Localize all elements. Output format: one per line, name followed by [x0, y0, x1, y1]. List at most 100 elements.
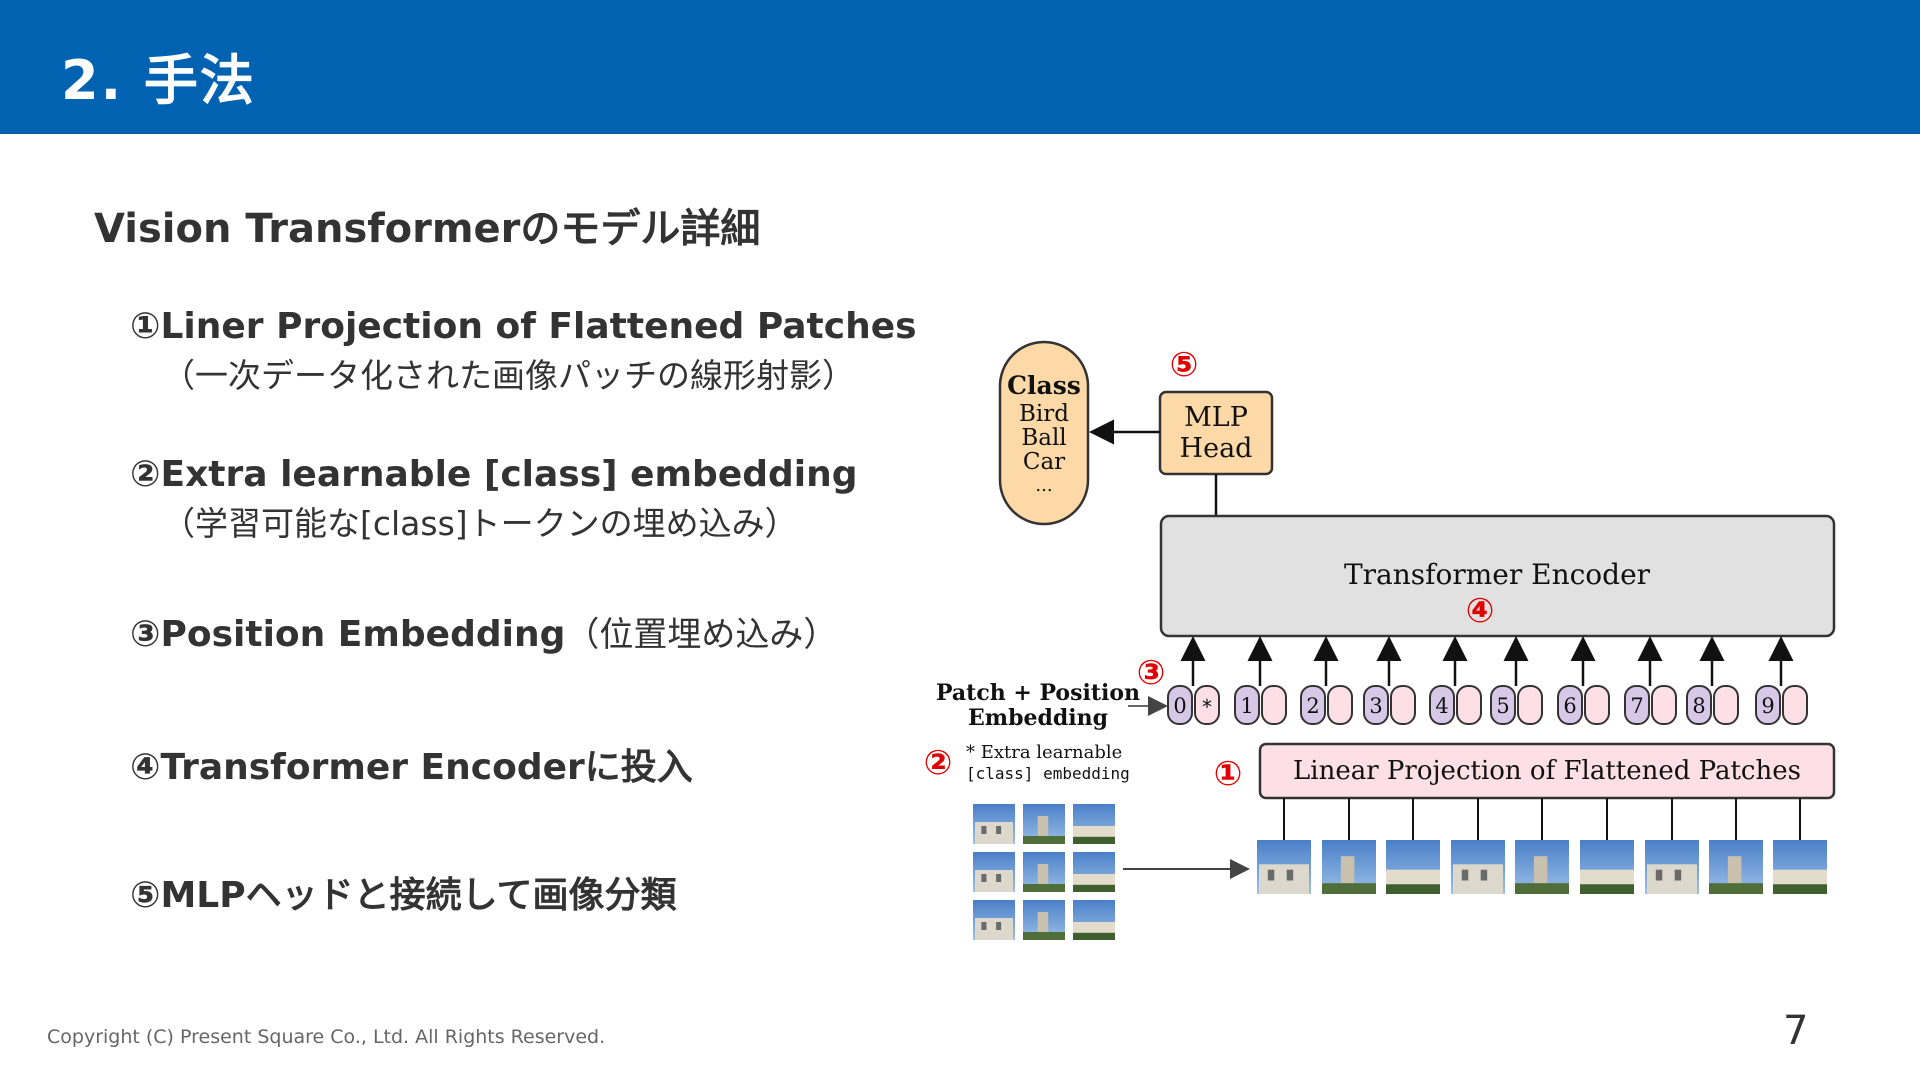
list-item-2: ②Extra learnable [class] embedding （学習可能…	[130, 454, 858, 545]
list-item-subtext: （学習可能な[class]トークンの埋め込み）	[162, 504, 798, 543]
position-embedding-chip	[1755, 685, 1781, 725]
mlp-head-line1: MLP	[1184, 402, 1248, 433]
image-patch	[1580, 840, 1634, 894]
list-item-title: ①Liner Projection of Flattened Patches	[130, 306, 917, 347]
list-item-title-text: ⑤MLPヘッドと接続して画像分類	[130, 875, 677, 916]
copyright-footer: Copyright (C) Present Square Co., Ltd. A…	[47, 1026, 606, 1048]
patch-embedding-chip	[1517, 685, 1543, 725]
patch-embedding-chip	[1390, 685, 1416, 725]
list-item-4: ④Transformer Encoderに投入	[130, 738, 693, 790]
position-embedding-chip	[1624, 685, 1650, 725]
flattened-patch-sequence	[1257, 840, 1827, 894]
patch-embedding-chip	[1327, 685, 1353, 725]
token-index-label: 7	[1630, 694, 1643, 718]
image-patch	[1257, 840, 1311, 894]
position-embedding-chip	[1363, 685, 1389, 725]
position-embedding-chip	[1300, 685, 1326, 725]
linear-projection-box	[1258, 742, 1836, 800]
class-item-car: Car	[1023, 449, 1065, 475]
position-embedding-chip	[1167, 685, 1193, 725]
source-image-grid	[973, 804, 1115, 940]
transformer-encoder-label: Transformer Encoder	[1344, 558, 1651, 591]
marker-2: ②	[924, 743, 953, 783]
class-title: Class	[1007, 371, 1081, 400]
token-index-label: 4	[1435, 694, 1448, 718]
token-7: 7	[1624, 685, 1677, 725]
list-item-subtext: （一次データ化された画像パッチの線形射影）	[162, 356, 855, 395]
image-patch	[1073, 852, 1115, 892]
token-4: 4	[1429, 685, 1482, 725]
patch-embedding-chip	[1782, 685, 1808, 725]
list-item-title-text: ④Transformer Encoderに投入	[130, 747, 693, 788]
token-0: 0*	[1167, 685, 1220, 725]
token-index-label: 3	[1369, 694, 1382, 718]
list-item-title: ④Transformer Encoderに投入	[130, 738, 693, 790]
patch-embedding-chip	[1713, 685, 1739, 725]
patch-embedding-chip	[1456, 685, 1482, 725]
token-8: 8	[1686, 685, 1739, 725]
linear-projection-label: Linear Projection of Flattened Patches	[1293, 756, 1801, 786]
image-patch	[1386, 840, 1440, 894]
image-patch	[1073, 900, 1115, 940]
header-bar: 2. 手法	[0, 0, 1920, 134]
list-item-1: ①Liner Projection of Flattened Patches （…	[130, 306, 917, 397]
class-item-ball: Ball	[1021, 425, 1066, 451]
marker-4: ④	[1466, 591, 1495, 631]
patch-position-label-line1: Patch + Position	[936, 680, 1140, 706]
token-index-label: 2	[1306, 694, 1319, 718]
list-item-3: ③Position Embedding（位置埋め込み）	[130, 607, 837, 656]
class-item-ellipsis: ...	[1035, 475, 1052, 496]
image-patch	[1451, 840, 1505, 894]
class-item-bird: Bird	[1019, 401, 1069, 427]
list-item-title: ③Position Embedding（位置埋め込み）	[130, 607, 837, 656]
patch-embedding-chip	[1261, 685, 1287, 725]
position-embedding-chip	[1686, 685, 1712, 725]
token-5: 5	[1490, 685, 1543, 725]
list-item-note: （位置埋め込み）	[565, 615, 838, 655]
token-2: 2	[1300, 685, 1353, 725]
patch-position-label-line2: Embedding	[968, 705, 1108, 731]
section-subtitle: Vision Transformerのモデル詳細	[94, 206, 761, 252]
position-embedding-chip	[1234, 685, 1260, 725]
token-9: 9	[1755, 685, 1808, 725]
image-patch	[1023, 852, 1065, 892]
image-patch	[1773, 840, 1827, 894]
patch-embedding-chip	[1651, 685, 1677, 725]
class-token-marker: *	[1202, 695, 1212, 719]
token-6: 6	[1557, 685, 1610, 725]
token-3: 3	[1363, 685, 1416, 725]
position-embedding-chip	[1429, 685, 1455, 725]
patch-lines	[1283, 798, 1801, 840]
mlp-head-line2: Head	[1180, 433, 1253, 464]
image-patch	[973, 852, 1015, 892]
list-item-title-text: ②Extra learnable [class] embedding	[130, 454, 858, 495]
page-number: 7	[1783, 1008, 1809, 1054]
list-item-title: ⑤MLPヘッドと接続して画像分類	[130, 866, 677, 918]
token-index-label: 6	[1563, 694, 1576, 718]
extra-learnable-line1: * Extra learnable	[966, 742, 1122, 763]
image-patch	[1023, 804, 1065, 844]
token-index-label: 1	[1240, 694, 1253, 718]
transformer-encoder-box	[1159, 514, 1836, 638]
marker-3: ③	[1137, 653, 1166, 693]
patch-embedding-chip	[1194, 685, 1220, 725]
class-output-box	[998, 340, 1090, 526]
image-patch	[1073, 804, 1115, 844]
token-index-label: 8	[1692, 694, 1705, 718]
image-patch	[1709, 840, 1763, 894]
position-embedding-chip	[1490, 685, 1516, 725]
image-patch	[1322, 840, 1376, 894]
list-item-5: ⑤MLPヘッドと接続して画像分類	[130, 866, 677, 918]
list-item-title: ②Extra learnable [class] embedding	[130, 454, 858, 495]
marker-1: ①	[1214, 754, 1243, 794]
list-item-title-text: ①Liner Projection of Flattened Patches	[130, 306, 917, 347]
position-embedding-chip	[1557, 685, 1583, 725]
token-index-label: 9	[1761, 694, 1774, 718]
patch-embedding-chip	[1584, 685, 1610, 725]
token-index-label: 0	[1173, 694, 1186, 718]
token-1: 1	[1234, 685, 1287, 725]
token-arrows	[1180, 636, 1794, 686]
page-title: 2. 手法	[61, 49, 256, 112]
marker-5: ⑤	[1170, 345, 1199, 385]
